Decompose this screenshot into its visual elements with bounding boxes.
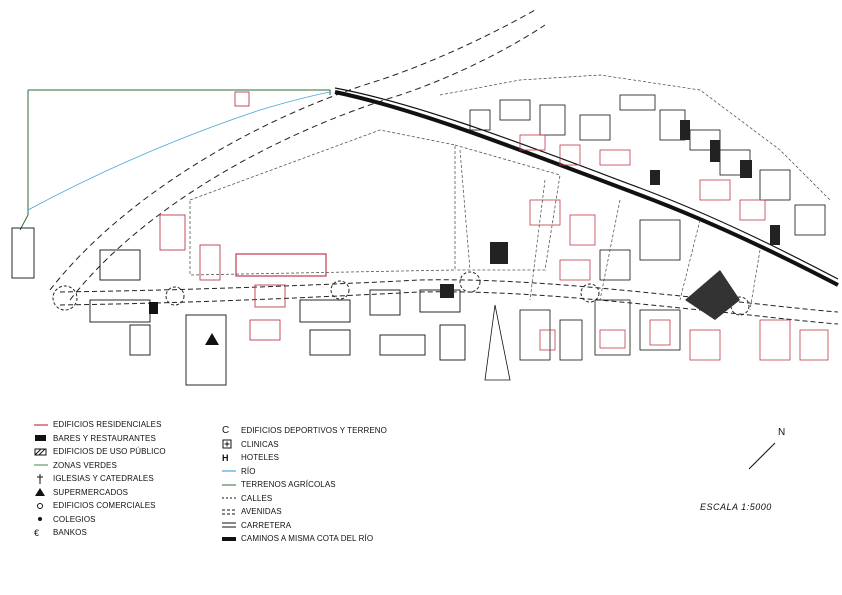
legend-item-green: ZONAS VERDES bbox=[34, 459, 166, 473]
north-label: N bbox=[778, 427, 786, 438]
clinic-plus-icon bbox=[222, 439, 236, 449]
thick-line-icon bbox=[222, 534, 236, 544]
green-zone-boundary bbox=[19, 89, 331, 231]
legend-item-banks: € BANKOS bbox=[34, 527, 87, 538]
legend-column-1: EDIFICIOS RESIDENCIALES BARES Y RESTAURA… bbox=[34, 418, 166, 540]
farmland-line-icon bbox=[222, 480, 236, 490]
hotel-h-icon: H bbox=[222, 452, 229, 463]
river-line-icon bbox=[222, 466, 236, 476]
buildings-west-red bbox=[159, 91, 286, 341]
circle-icon bbox=[34, 514, 48, 524]
main-avenue bbox=[59, 279, 839, 325]
central-plots bbox=[189, 129, 561, 276]
legend-item-streets: CALLES bbox=[222, 492, 387, 506]
legend-item-commercial: EDIFICIOS COMERCIALES bbox=[34, 499, 166, 513]
buildings-south bbox=[484, 299, 681, 381]
hatched-square-icon bbox=[34, 447, 48, 457]
supermarket-large bbox=[205, 333, 219, 345]
buildings-south-red bbox=[539, 319, 829, 361]
north-arrow-icon bbox=[748, 442, 776, 470]
bar-square-icon bbox=[34, 433, 48, 443]
legend-item-residential: EDIFICIOS RESIDENCIALES bbox=[34, 418, 166, 432]
public-building-east bbox=[685, 270, 740, 320]
double-line-icon bbox=[222, 520, 236, 530]
double-dashed-icon bbox=[222, 507, 236, 517]
legend-item-schools: COLEGIOS bbox=[34, 513, 166, 527]
legend-item-public: EDIFICIOS DE USO PÚBLICO bbox=[34, 445, 166, 459]
roundabouts bbox=[52, 271, 750, 316]
cross-icon bbox=[34, 473, 48, 484]
scale-label: ESCALA 1:5000 bbox=[700, 502, 772, 512]
highway bbox=[49, 9, 546, 301]
buildings-northeast-red bbox=[519, 134, 766, 281]
legend-item-avenues: AVENIDAS bbox=[222, 505, 387, 519]
legend-item-bars: BARES Y RESTAURANTES bbox=[34, 432, 166, 446]
bar-building bbox=[149, 302, 158, 314]
green-line-icon bbox=[34, 460, 48, 470]
legend-column-2: C EDIFICIOS DEPORTIVOS Y TERRENO CLINICA… bbox=[222, 424, 387, 546]
legend-item-river: RÍO bbox=[222, 465, 387, 479]
diamond-icon bbox=[34, 501, 48, 511]
dashed-line-icon bbox=[222, 493, 236, 503]
buildings-northeast-filled bbox=[650, 120, 780, 245]
street-network bbox=[439, 74, 831, 311]
legend-item-clinics: CLINICAS bbox=[222, 438, 387, 452]
residential-line-icon bbox=[34, 420, 48, 430]
legend-item-road: CARRETERA bbox=[222, 519, 387, 533]
river-line bbox=[27, 91, 331, 211]
legend-item-hotels: H HOTELES bbox=[222, 452, 280, 463]
legend-item-farmland: TERRENOS AGRÍCOLAS bbox=[222, 478, 387, 492]
railway bbox=[334, 87, 839, 287]
legend-item-sports: C EDIFICIOS DEPORTIVOS Y TERRENO bbox=[222, 424, 387, 436]
sports-hatched bbox=[490, 242, 508, 264]
euro-icon: € bbox=[34, 527, 40, 538]
triangle-icon bbox=[34, 487, 48, 497]
sports-icon: C bbox=[222, 424, 230, 436]
legend-item-churches: IGLESIAS Y CATEDRALES bbox=[34, 472, 166, 486]
buildings-west bbox=[11, 227, 466, 386]
legend-item-paths: CAMINOS A MISMA COTA DEL RÍO bbox=[222, 532, 387, 546]
legend-item-supermarkets: SUPERMERCADOS bbox=[34, 486, 166, 500]
public-building-hatched bbox=[440, 284, 454, 298]
residential-block-main bbox=[235, 253, 327, 277]
